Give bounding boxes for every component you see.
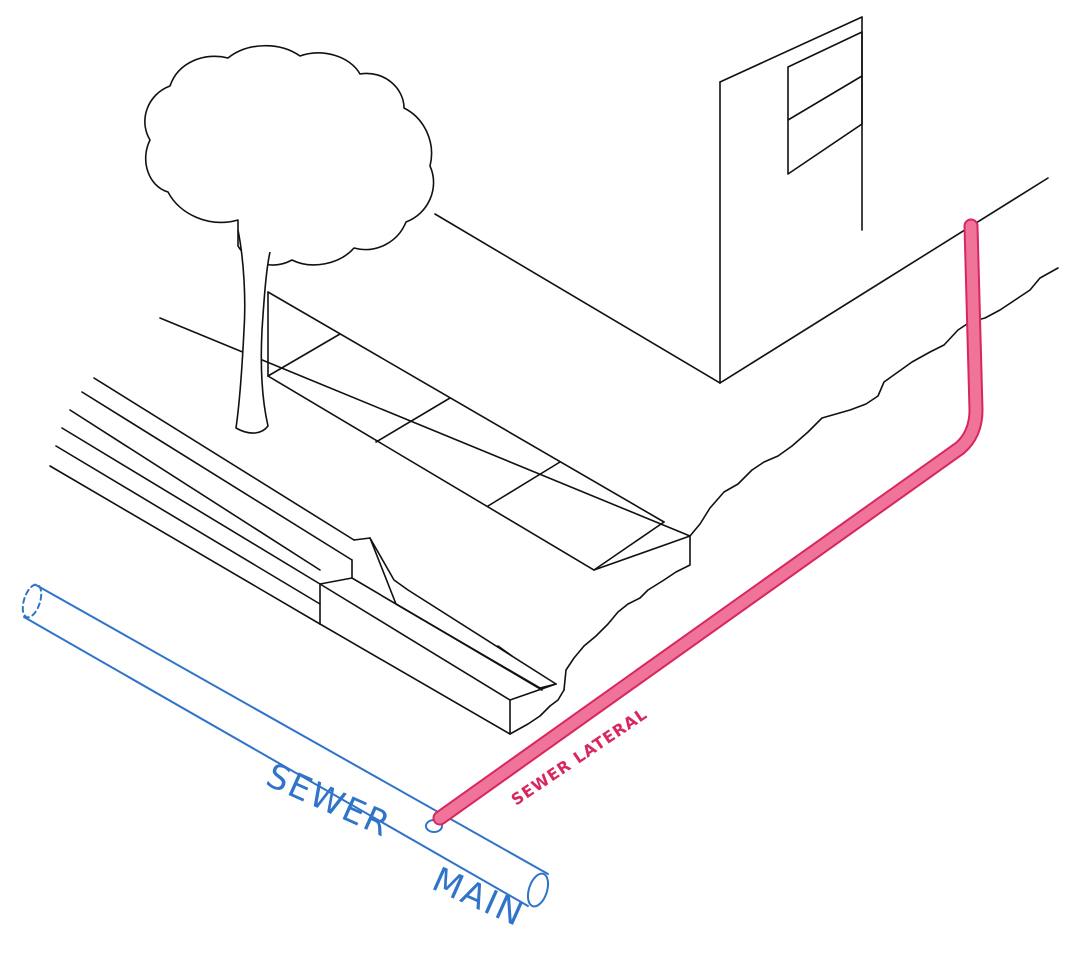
house-base-line [719,177,1049,384]
sewer-lateral-fill [434,220,982,824]
tree-canopy [144,44,435,266]
ground-edge-break [689,267,1059,537]
house-icon [434,16,1049,384]
sewer-main-right-end [526,872,550,908]
tree-icon [144,44,435,434]
sewer-main-pipe [21,583,550,908]
sewer-main-label-line1: SEWER [260,756,397,846]
window-icon [787,31,863,175]
sewer-main-left-end [21,583,43,619]
sewer-main-top-edge [35,584,549,875]
sewer-main-bottom-edge [23,616,529,907]
sidewalk [159,291,691,691]
sewer-lateral-pipe [432,218,984,826]
sewer-main-label-line2: MAIN [426,860,530,936]
house-top-edge [719,16,863,83]
curb-and-gutter [49,377,565,735]
tree-trunk [235,229,271,434]
house-base-left [434,213,721,384]
sewer-lateral-edge [432,218,984,826]
